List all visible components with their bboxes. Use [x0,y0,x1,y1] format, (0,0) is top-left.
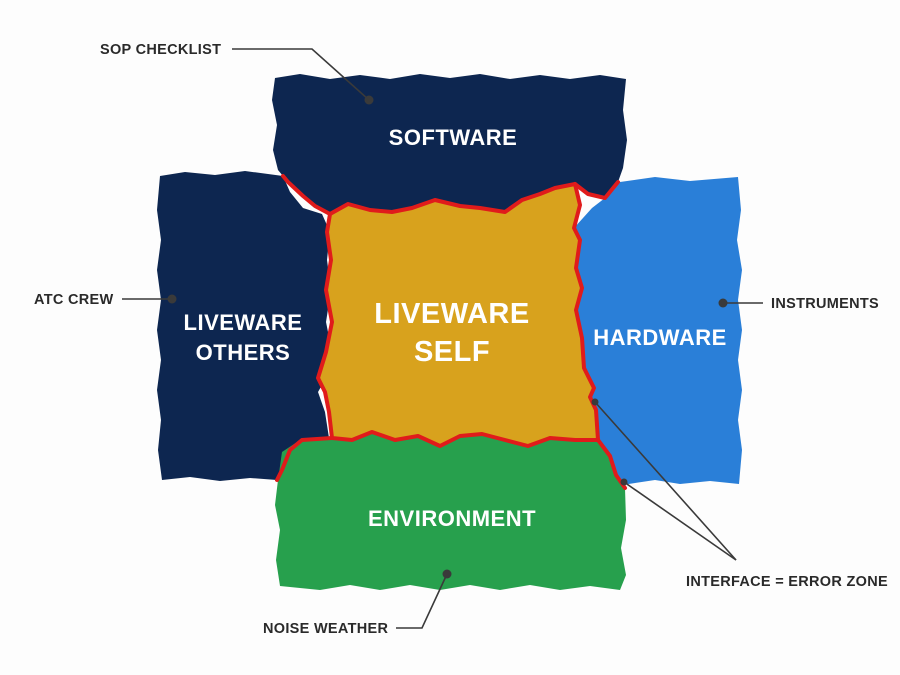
hardware-label: HARDWARE [593,325,727,350]
interface-leader-lower [623,481,737,561]
sop-checklist-dot [364,95,374,105]
liveware-others-block [157,171,332,481]
instruments-dot [718,298,728,308]
interface-dot-upper [591,398,599,406]
callout-dots [167,95,728,579]
noise-weather-leader [396,573,448,629]
liveware-self-label-line2: SELF [414,336,490,368]
liveware-self-label-line1: LIVEWARE [374,298,529,330]
interface-boundary-hardware-environment [596,438,627,490]
liveware-others-label-line1: LIVEWARE [184,310,303,335]
environment-block [275,432,626,590]
interface-leader-upper [594,401,737,561]
liveware-self-block [318,184,598,446]
instruments-callout: INSTRUMENTS [771,296,879,312]
interface-boundary-software-others [281,174,332,216]
hardware-block [574,177,742,485]
interface-error-zone-callout: INTERFACE = ERROR ZONE [686,574,888,590]
liveware-others-label-line2: OTHERS [196,340,291,365]
software-label: SOFTWARE [389,125,518,150]
interface-dot-lower [620,478,628,486]
interface-boundary-software-hardware [573,180,620,200]
environment-label: ENVIRONMENT [368,506,536,531]
sop-checklist-callout: SOP CHECKLIST [100,42,221,58]
interface-boundary-others-environment [275,436,334,482]
atc-crew-dot [167,294,177,304]
callout-lines [122,48,763,629]
noise-weather-callout: NOISE WEATHER [263,621,389,637]
software-block [272,74,627,214]
atc-crew-callout: ATC CREW [34,292,113,308]
sop-checklist-leader [232,48,370,101]
noise-weather-dot [442,569,452,579]
